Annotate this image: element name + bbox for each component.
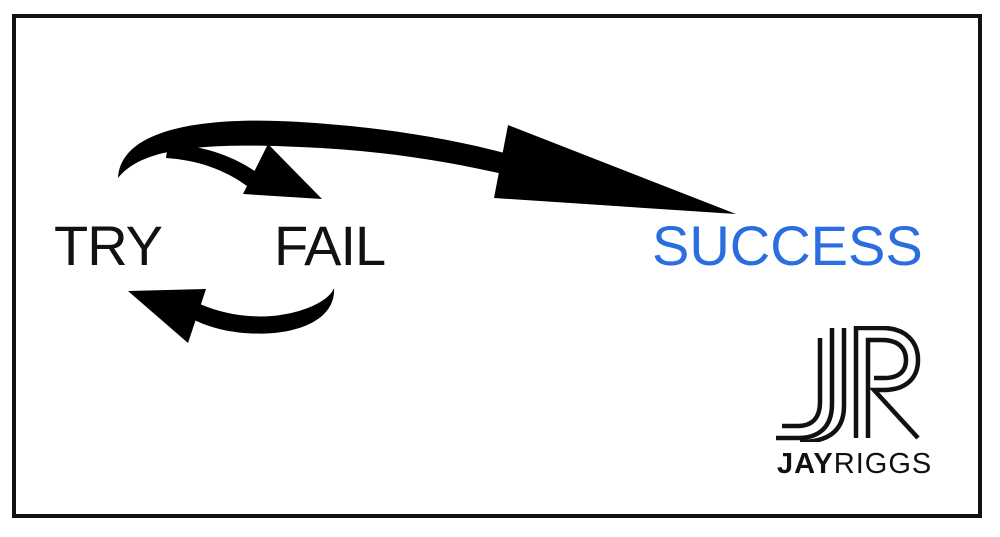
- brand-name: JAYRIGGS: [777, 450, 932, 479]
- node-success-label: SUCCESS: [652, 214, 923, 277]
- arrow-try-to-success-shaft: [118, 120, 530, 178]
- arrow-try-to-success-head: [494, 125, 736, 214]
- node-try-label: TRY: [54, 214, 163, 277]
- arrow-try-to-fail-shaft: [166, 144, 256, 186]
- arrow-try-to-fail-head: [243, 144, 322, 199]
- brand-name-first: JAY: [777, 448, 834, 480]
- arrow-fail-to-try-head: [128, 289, 206, 343]
- node-fail-label: FAIL: [274, 214, 386, 277]
- arrow-fail-to-try-shaft: [190, 288, 335, 334]
- brand-name-last: RIGGS: [833, 448, 933, 480]
- jr-monogram-logo: [776, 326, 921, 442]
